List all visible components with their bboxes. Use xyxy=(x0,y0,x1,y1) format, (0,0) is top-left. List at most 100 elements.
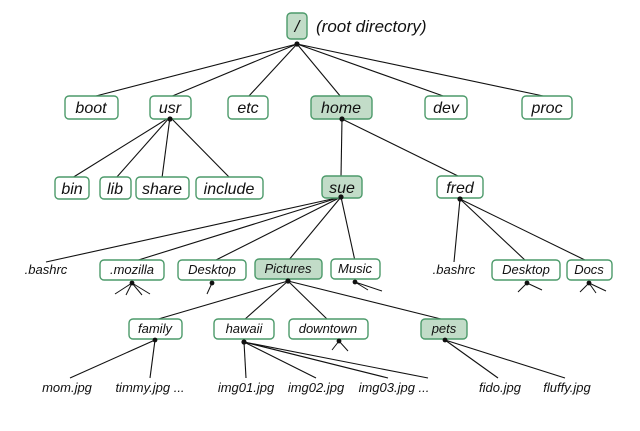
docs-label: Docs xyxy=(574,262,604,277)
tree-edges xyxy=(45,43,590,379)
node-proc[interactable]: proc xyxy=(521,95,573,120)
edge-pictures-hawaii xyxy=(243,280,289,321)
node-music[interactable]: Music xyxy=(330,258,381,280)
file-fido[interactable]: fido.jpg xyxy=(479,380,522,395)
edge-fred-desktop xyxy=(459,198,528,263)
dot-usr xyxy=(167,116,173,122)
fred-bashrc-label[interactable]: .bashrc xyxy=(433,262,476,277)
file-img03[interactable]: img03.jpg ... xyxy=(359,380,430,395)
family-label: family xyxy=(138,321,173,336)
node-include[interactable]: include xyxy=(195,176,264,200)
root-box xyxy=(286,12,308,40)
node-pets[interactable]: pets xyxy=(420,318,468,340)
sue-label: sue xyxy=(329,180,355,197)
music-label: Music xyxy=(338,261,372,276)
dot-home xyxy=(339,116,345,122)
edge-hawaii-img03 xyxy=(243,341,389,379)
downtown-label: downtown xyxy=(299,321,358,336)
pictures-label: Pictures xyxy=(265,261,312,276)
node-usr[interactable]: usr xyxy=(149,95,192,120)
tree-nodes: / (root directory) boot usr etc home dev… xyxy=(25,12,613,395)
node-lib[interactable]: lib xyxy=(99,176,132,200)
edge-usr-bin xyxy=(71,116,171,179)
etc-box xyxy=(227,95,269,120)
node-boot[interactable]: boot xyxy=(64,95,119,120)
edge-usr-share xyxy=(161,116,171,179)
mozilla-label: .mozilla xyxy=(110,262,154,277)
sue-bashrc-label[interactable]: .bashrc xyxy=(25,262,68,277)
node-mozilla[interactable]: .mozilla xyxy=(99,259,165,281)
node-home[interactable]: home xyxy=(310,95,373,120)
edge-usr-lib xyxy=(115,116,171,179)
node-dev[interactable]: dev xyxy=(424,95,468,120)
bin-box xyxy=(54,176,90,200)
edge-pets-fido xyxy=(444,339,499,379)
dev-box xyxy=(424,95,468,120)
home-label: home xyxy=(321,100,361,117)
node-sue[interactable]: sue xyxy=(321,175,363,199)
node-sue-desktop[interactable]: Desktop xyxy=(177,259,247,281)
node-hawaii[interactable]: hawaii xyxy=(213,318,275,340)
edge-sue-mozilla xyxy=(131,196,342,263)
mozilla-box xyxy=(99,259,165,281)
edge-root-proc xyxy=(296,43,549,98)
etc-label: etc xyxy=(237,100,258,117)
edge-sue-music xyxy=(340,196,356,262)
edge-root-etc xyxy=(247,43,298,98)
edge-family-mom xyxy=(69,339,156,379)
collapsed-subtree-stubs xyxy=(114,281,607,352)
node-fred-desktop[interactable]: Desktop xyxy=(491,259,561,281)
dot-sue xyxy=(338,194,344,200)
edge-pictures-downtown xyxy=(287,280,329,321)
file-mom[interactable]: mom.jpg xyxy=(42,380,93,395)
node-pictures[interactable]: Pictures xyxy=(254,258,323,280)
node-fred[interactable]: fred xyxy=(436,175,484,199)
edge-sue-desktop xyxy=(211,196,342,263)
hawaii-box xyxy=(213,318,275,340)
edge-hawaii-img01 xyxy=(243,341,247,379)
dot-sue-desktop xyxy=(209,280,215,286)
node-root[interactable]: / xyxy=(286,12,308,40)
sue-desktop-label: Desktop xyxy=(188,262,236,277)
stub-fred-desktop xyxy=(517,282,543,293)
file-img01[interactable]: img01.jpg xyxy=(218,380,275,395)
edge-root-home xyxy=(296,43,342,98)
root-caption: (root directory) xyxy=(316,17,427,36)
node-share[interactable]: share xyxy=(135,176,190,200)
edge-home-sue xyxy=(340,118,343,178)
dot-family xyxy=(152,337,158,343)
node-downtown[interactable]: downtown xyxy=(288,318,369,340)
dot-hawaii xyxy=(241,339,247,345)
edge-pictures-family xyxy=(154,280,289,321)
boot-box xyxy=(64,95,119,120)
node-etc[interactable]: etc xyxy=(227,95,269,120)
file-img02[interactable]: img02.jpg xyxy=(288,380,345,395)
stub-docs xyxy=(579,282,607,294)
file-fluffy[interactable]: fluffy.jpg xyxy=(543,380,591,395)
node-docs[interactable]: Docs xyxy=(566,259,613,281)
node-bin[interactable]: bin xyxy=(54,176,90,200)
share-box xyxy=(135,176,190,200)
edge-root-dev xyxy=(296,43,447,98)
dot-pets xyxy=(442,337,448,343)
edge-hawaii-more xyxy=(243,341,429,379)
usr-label: usr xyxy=(159,100,182,117)
fred-desktop-label: Desktop xyxy=(502,262,550,277)
dot-mozilla xyxy=(129,280,135,286)
bin-label: bin xyxy=(61,181,82,198)
dot-pictures xyxy=(285,278,291,284)
edge-sue-pictures xyxy=(287,196,342,262)
fred-desktop-box xyxy=(491,259,561,281)
file-timmy[interactable]: timmy.jpg ... xyxy=(115,380,184,395)
stub-mozilla xyxy=(114,282,151,296)
junction-dots xyxy=(129,41,592,345)
edge-family-timmy xyxy=(149,339,156,379)
edge-root-usr xyxy=(169,43,298,98)
fred-label: fred xyxy=(446,180,475,197)
edge-sue-bashrc xyxy=(45,196,342,263)
downtown-box xyxy=(288,318,369,340)
edge-fred-docs xyxy=(459,198,590,263)
node-family[interactable]: family xyxy=(128,318,183,340)
